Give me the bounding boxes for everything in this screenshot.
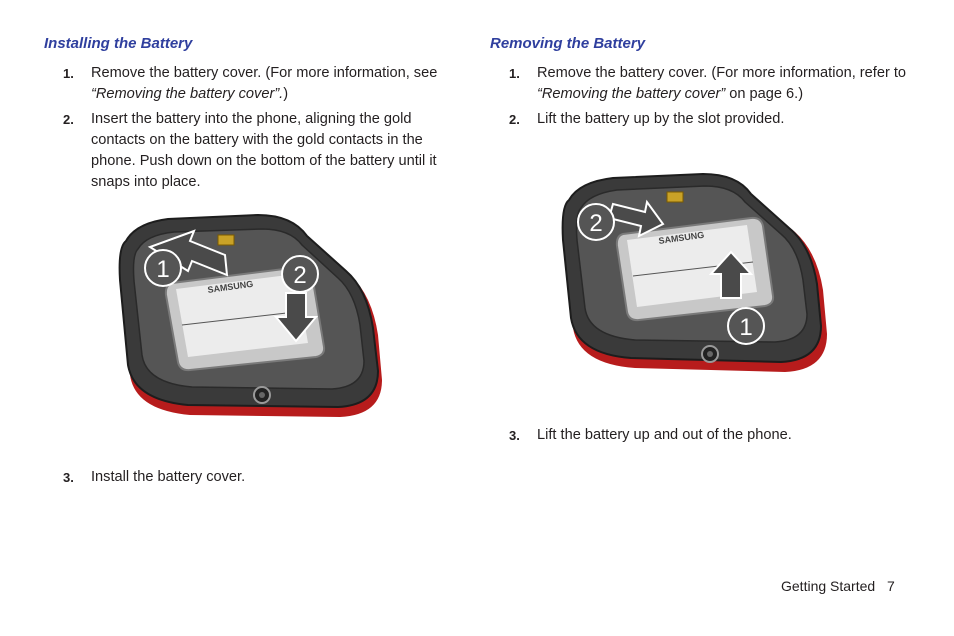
step-number: 1. bbox=[63, 66, 74, 81]
cross-reference: “Removing the battery cover” bbox=[537, 86, 726, 102]
step-number: 3. bbox=[509, 428, 520, 443]
step-badge-1: 1 bbox=[727, 307, 765, 345]
install-step-2: 2. Insert the battery into the phone, al… bbox=[44, 109, 464, 193]
svg-text:2: 2 bbox=[589, 210, 602, 237]
step-text-tail: ) bbox=[283, 86, 289, 102]
step-text: Remove the battery cover. (For more info… bbox=[537, 65, 907, 81]
page-number: 7 bbox=[887, 578, 895, 594]
remove-step-1: 1. Remove the battery cover. (For more i… bbox=[490, 63, 910, 105]
svg-text:1: 1 bbox=[739, 314, 752, 341]
step-number: 1. bbox=[509, 66, 520, 81]
step-text: Insert the battery into the phone, align… bbox=[91, 111, 437, 190]
remove-battery-illustration: SAMSUNG 2 1 bbox=[561, 172, 827, 372]
step-text-tail: on page 6.) bbox=[725, 86, 804, 102]
step-number: 2. bbox=[63, 112, 74, 127]
cross-reference: “Removing the battery cover”. bbox=[91, 86, 284, 102]
arrow-up-icon bbox=[708, 250, 754, 299]
svg-text:1: 1 bbox=[156, 256, 169, 283]
installing-heading: Installing the Battery bbox=[44, 35, 193, 52]
step-badge-2: 2 bbox=[577, 203, 615, 241]
install-step-1: 1. Remove the battery cover. (For more i… bbox=[44, 63, 464, 105]
step-badge-1: 1 bbox=[144, 249, 182, 287]
step-number: 2. bbox=[509, 112, 520, 127]
install-step-3: 3. Install the battery cover. bbox=[44, 467, 511, 488]
step-number: 3. bbox=[63, 470, 74, 485]
step-text: Lift the battery up and out of the phone… bbox=[537, 427, 792, 443]
contacts bbox=[217, 234, 235, 246]
step-text: Install the battery cover. bbox=[91, 469, 246, 485]
footer-section-title: Getting Started bbox=[781, 578, 876, 594]
step-text: Remove the battery cover. (For more info… bbox=[91, 65, 438, 81]
svg-text:2: 2 bbox=[293, 262, 306, 289]
install-battery-illustration: SAMSUNG 1 2 bbox=[118, 213, 383, 417]
remove-step-3: 3. Lift the battery up and out of the ph… bbox=[490, 425, 954, 446]
contacts bbox=[666, 191, 684, 203]
arrow-down-icon bbox=[273, 292, 319, 343]
step-text: Lift the battery up by the slot provided… bbox=[537, 111, 785, 127]
removing-heading: Removing the Battery bbox=[490, 35, 646, 52]
installing-section: Installing the Battery 1. Remove the bat… bbox=[44, 34, 464, 197]
removing-section: Removing the Battery 1. Remove the batte… bbox=[490, 34, 910, 134]
remove-step-2: 2. Lift the battery up by the slot provi… bbox=[490, 109, 910, 130]
step-badge-2: 2 bbox=[281, 255, 319, 293]
